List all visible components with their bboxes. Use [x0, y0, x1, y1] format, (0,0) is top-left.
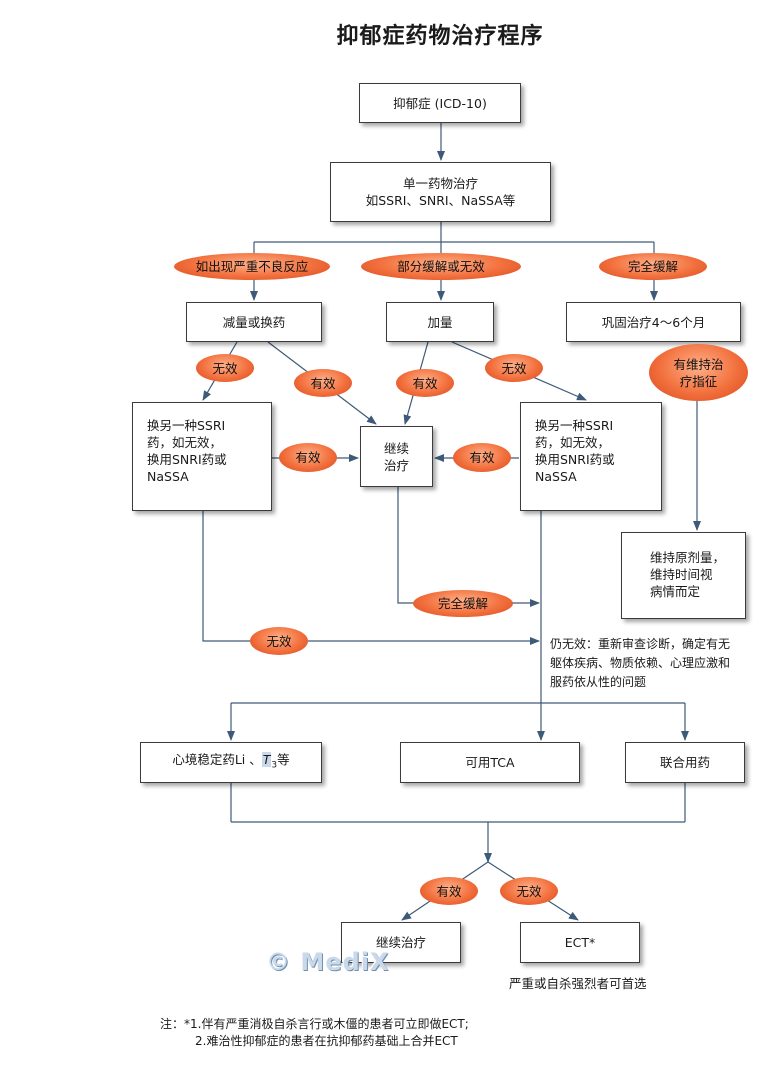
switch-left-line: 换用SNRI药或: [147, 452, 227, 467]
continue-mid-line: 继续: [383, 440, 409, 456]
maintain-dose-box: 维持原剂量， 维持时间视 病情而定: [621, 532, 746, 619]
effective-oval-side-right: 有效: [453, 443, 511, 472]
maintain-dose-line: 维持时间视: [650, 567, 713, 582]
ect-label: ECT*: [564, 935, 596, 950]
combo-label: 联合用药: [659, 755, 710, 770]
ect-box: ECT*: [520, 922, 640, 963]
maintenance-indication-oval: 有维持治 疗指征: [649, 344, 748, 401]
switch-right-line: 药，如无效，: [535, 435, 611, 450]
maintenance-indication-line: 有维持治: [673, 356, 724, 372]
single-drug-box: 单一药物治疗 如SSRI、SNRI、NaSSA等: [330, 162, 551, 222]
single-drug-line1: 单一药物治疗: [402, 176, 478, 191]
ineffective-oval-right: 无效: [485, 354, 543, 382]
ineffective-oval-bottom-left: 无效: [250, 627, 308, 655]
reduce-switch-label: 减量或换药: [222, 314, 286, 330]
switch-left-line: NaSSA: [147, 469, 189, 484]
continue-bottom-box: 继续治疗: [341, 922, 461, 963]
switch-right-line: 换另一种SSRI: [535, 418, 614, 433]
reduce-switch-box: 减量或换药: [186, 302, 322, 342]
maintain-dose-line: 维持原剂量，: [650, 550, 726, 565]
switch-left-line: 换另一种SSRI: [147, 418, 226, 433]
still-ineffective-line: 服药依从性的问题: [550, 675, 647, 689]
tca-box: 可用TCA: [400, 742, 580, 783]
effective-oval-mid: 有效: [396, 369, 454, 397]
partial-oval: 部分缓解或无效: [361, 253, 521, 280]
increase-box: 加量: [386, 302, 494, 342]
severe-adverse-oval: 如出现严重不良反应: [174, 253, 330, 280]
single-drug-line2: 如SSRI、SNRI、NaSSA等: [365, 193, 516, 208]
ineffective-oval-bottom: 无效: [500, 877, 558, 905]
still-ineffective-line: 仍无效：重新审查诊断，确定有无: [550, 637, 731, 651]
continue-mid-line: 治疗: [383, 457, 409, 473]
mood-stabilizer-prefix: 心境稳定药Li 、: [172, 751, 262, 767]
page-title: 抑郁症药物治疗程序: [336, 24, 544, 49]
increase-label: 加量: [427, 314, 453, 330]
start-label: 抑郁症 (ICD-10): [393, 95, 487, 111]
ect-note: 严重或自杀强烈者可首选: [509, 976, 647, 991]
mood-stabilizer-t: T: [261, 751, 272, 767]
still-ineffective-text: 仍无效：重新审查诊断，确定有无 躯体疾病、物质依赖、心理应激和 服药依从性的问题: [550, 635, 755, 692]
full-remission-mid-oval: 完全缓解: [413, 590, 513, 617]
mood-stabilizer-suffix: 等: [277, 751, 290, 767]
effective-oval-left: 有效: [294, 369, 352, 397]
switch-right-line: NaSSA: [535, 469, 577, 484]
effective-oval-side-left: 有效: [279, 443, 337, 472]
continue-mid-box: 继续 治疗: [360, 426, 433, 487]
mood-stabilizer-sub: 3: [271, 760, 278, 771]
watermark: © MediX: [266, 948, 390, 976]
combo-box: 联合用药: [625, 742, 745, 783]
full-remission-top-oval: 完全缓解: [599, 253, 707, 280]
switch-right-line: 换用SNRI药或: [535, 452, 615, 467]
mood-stabilizer-label: 心境稳定药Li 、T3等: [172, 751, 290, 775]
switch-left-line: 药，如无效，: [147, 435, 223, 450]
note-line1: 注：*1.伴有严重消极自杀言行或木僵的患者可立即做ECT;: [160, 1017, 469, 1031]
consolidate-box: 巩固治疗4～6个月: [566, 302, 741, 342]
tca-label: 可用TCA: [465, 755, 515, 770]
maintenance-indication-line: 疗指征: [679, 373, 718, 389]
note-line2: 2.难治性抑郁症的患者在抗抑郁药基础上合并ECT: [195, 1034, 458, 1048]
switch-left-box: 换另一种SSRI 药，如无效， 换用SNRI药或 NaSSA: [132, 402, 272, 511]
continue-bottom-label: 继续治疗: [375, 935, 426, 950]
effective-oval-bottom: 有效: [420, 877, 478, 905]
still-ineffective-line: 躯体疾病、物质依赖、心理应激和: [550, 656, 731, 670]
consolidate-label: 巩固治疗4～6个月: [601, 314, 706, 330]
mood-stabilizer-box: 心境稳定药Li 、T3等: [140, 742, 322, 783]
ineffective-oval-left: 无效: [196, 354, 254, 382]
switch-right-box: 换另一种SSRI 药，如无效， 换用SNRI药或 NaSSA: [520, 402, 662, 511]
start-box: 抑郁症 (ICD-10): [359, 83, 521, 123]
maintain-dose-line: 病情而定: [650, 584, 701, 599]
